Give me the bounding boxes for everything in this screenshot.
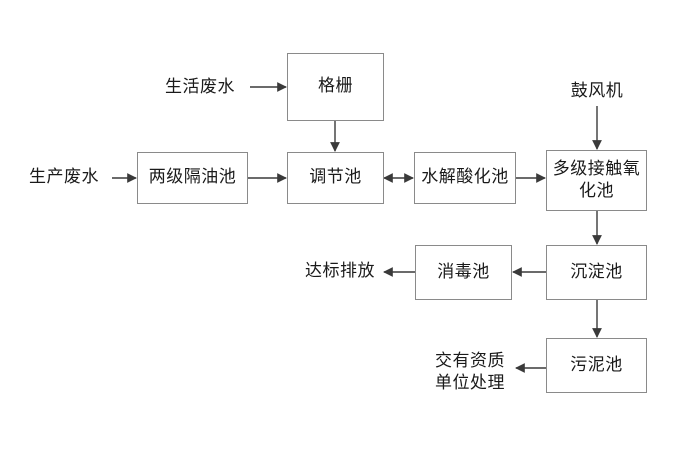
node-sludge-tank[interactable]: 污泥池 (546, 338, 647, 393)
label-domestic-wastewater: 生活废水 (165, 77, 235, 97)
label-qualified-unit-treatment: 交有资质 单位处理 (435, 351, 505, 394)
label-compliant-discharge: 达标排放 (305, 261, 375, 281)
label-blower: 鼓风机 (570, 81, 624, 101)
node-multistage-contact-oxidation-tank[interactable]: 多级接触氧 化池 (546, 150, 647, 211)
node-disinfection-tank[interactable]: 消毒池 (415, 245, 512, 300)
node-two-stage-oil-separation-tank[interactable]: 两级隔油池 (137, 152, 248, 204)
label-production-wastewater: 生产废水 (29, 167, 99, 187)
node-grid[interactable]: 格栅 (287, 53, 384, 121)
node-adjustment-tank[interactable]: 调节池 (287, 152, 384, 204)
node-hydrolysis-acidification-tank[interactable]: 水解酸化池 (414, 152, 516, 204)
node-sedimentation-tank[interactable]: 沉淀池 (546, 245, 647, 300)
